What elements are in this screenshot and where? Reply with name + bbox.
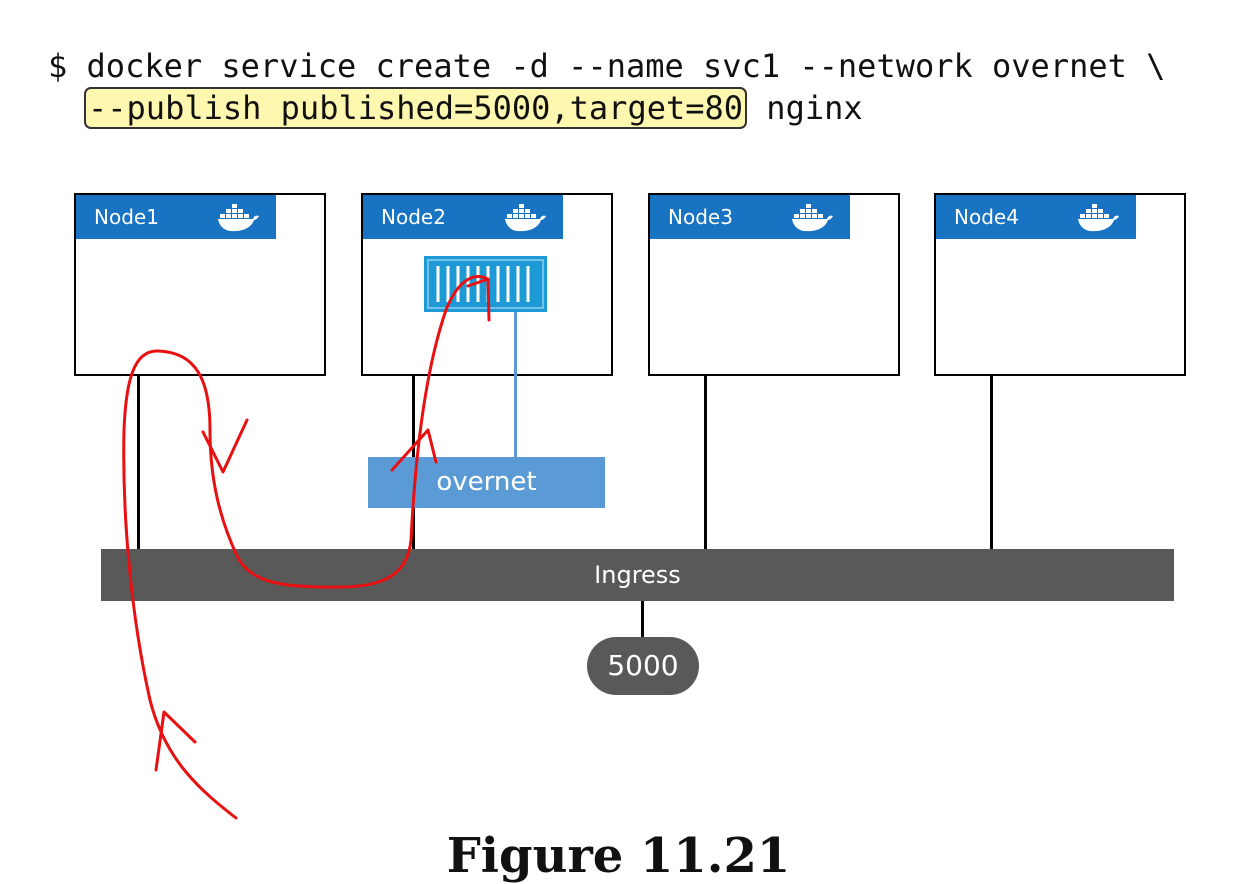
publish-flag-highlight: --publish published=5000,target=80 <box>84 87 748 129</box>
arrowhead-lower <box>154 710 197 772</box>
node-4: Node4 <box>934 193 1186 376</box>
container-overlay-link <box>514 310 517 458</box>
node-label: Node3 <box>668 205 733 229</box>
shipping-container-icon <box>424 256 547 312</box>
docker-whale-icon <box>505 204 547 232</box>
node-3: Node3 <box>648 193 900 376</box>
node-header: Node1 <box>76 195 276 239</box>
ingress-port-link <box>641 600 644 638</box>
command-line-2: --publish published=5000,target=80 nginx <box>84 87 863 129</box>
node-label: Node1 <box>94 205 159 229</box>
docker-whale-icon <box>792 204 834 232</box>
figure-caption: Figure 11.21 <box>446 828 791 884</box>
ingress-network: Ingress <box>101 549 1174 601</box>
node-label: Node2 <box>381 205 446 229</box>
node-header: Node4 <box>936 195 1136 239</box>
arrowhead-middle <box>201 418 249 474</box>
docker-whale-icon <box>218 204 260 232</box>
command-image-name: nginx <box>747 89 863 127</box>
published-port-5000: 5000 <box>587 637 699 695</box>
overlay-network-overnet: overnet <box>368 457 605 508</box>
docker-whale-icon <box>1078 204 1120 232</box>
node3-ingress-link <box>704 376 707 550</box>
node4-ingress-link <box>990 376 993 550</box>
node-label: Node4 <box>954 205 1019 229</box>
node1-ingress-link <box>137 376 140 550</box>
node-1: Node1 <box>74 193 326 376</box>
node-header: Node3 <box>650 195 850 239</box>
node-header: Node2 <box>363 195 563 239</box>
command-line-1: $ docker service create -d --name svc1 -… <box>48 47 1166 85</box>
